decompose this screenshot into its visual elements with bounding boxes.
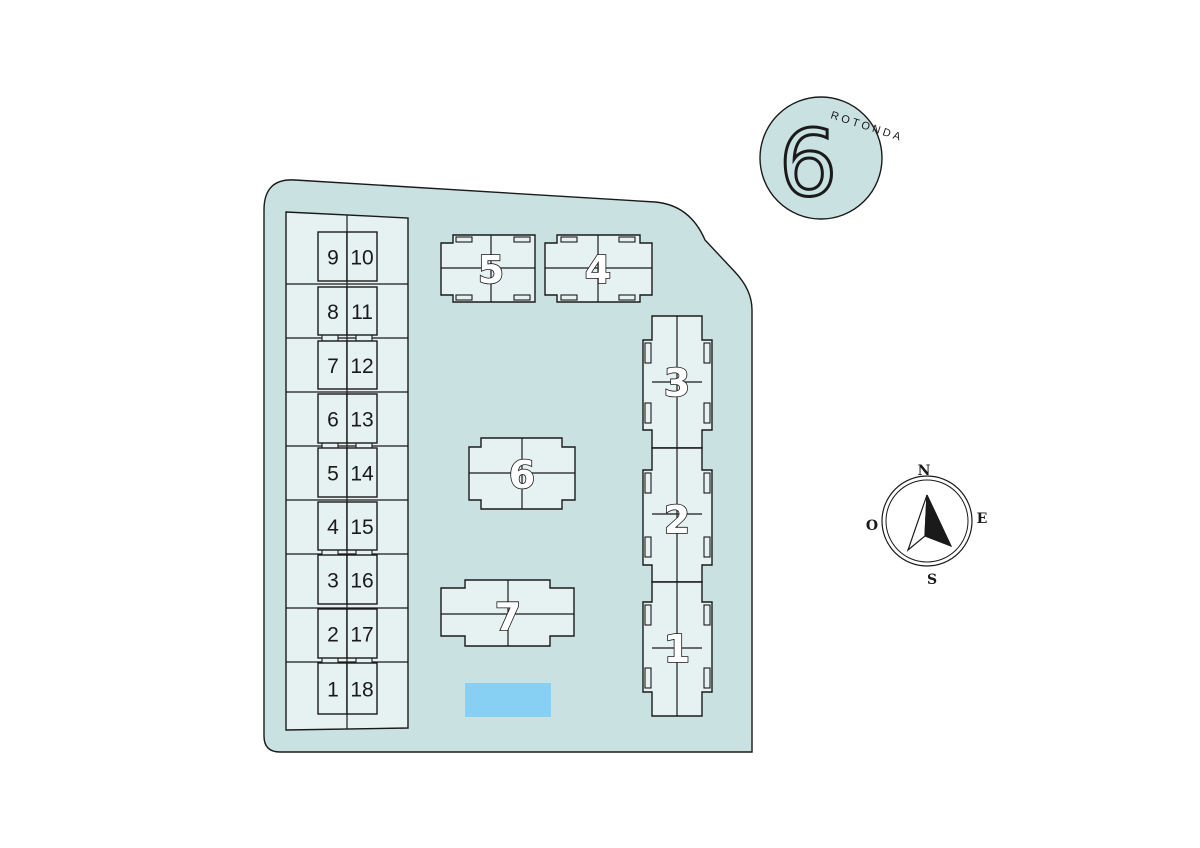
building-2[interactable]: 2 <box>642 447 713 583</box>
highlight-area[interactable] <box>465 683 551 717</box>
lot-unit-8[interactable] <box>317 286 348 336</box>
logo-digit: 6 <box>779 110 838 217</box>
building-1-label: 1 <box>664 627 690 671</box>
lot-number-right: 12 <box>350 355 373 378</box>
building-2-label: 2 <box>664 498 690 542</box>
lot-number-left: 1 <box>327 679 339 702</box>
lot-strip: 9 10 8 11 7 12 6 13 5 14 4 15 3 16 2 17 1 18 <box>285 211 409 731</box>
building-5[interactable]: 5 <box>440 234 536 303</box>
lot-unit-3[interactable] <box>317 554 348 605</box>
lot-number-right: 13 <box>350 409 373 432</box>
lot-unit-12[interactable] <box>346 340 378 390</box>
compass-south: S <box>927 572 937 588</box>
lot-unit-17[interactable] <box>346 608 378 659</box>
lot-unit-14[interactable] <box>346 447 378 498</box>
lot-number-right: 16 <box>350 570 373 593</box>
lot-number-left: 9 <box>327 247 339 270</box>
compass-rose: N S E O <box>866 463 987 588</box>
compass-needle-dark-icon <box>924 494 953 548</box>
building-3[interactable]: 3 <box>642 315 713 449</box>
building-6-label: 6 <box>509 453 535 497</box>
lot-number-left: 3 <box>327 570 339 593</box>
lot-number-right: 18 <box>350 679 373 702</box>
lot-unit-15[interactable] <box>346 501 378 551</box>
lot-number-right: 10 <box>350 247 373 270</box>
lot-number-right: 15 <box>350 516 373 539</box>
lot-number-right: 17 <box>350 624 373 647</box>
lot-unit-7[interactable] <box>317 340 348 390</box>
lot-number-left: 5 <box>327 463 339 486</box>
lot-unit-11[interactable] <box>346 286 378 336</box>
lot-unit-10[interactable] <box>346 231 378 282</box>
building-7[interactable]: 7 <box>440 579 575 647</box>
compass-west: O <box>866 518 878 534</box>
lot-number-right: 14 <box>350 463 374 486</box>
lot-unit-6[interactable] <box>317 393 348 444</box>
lot-number-left: 8 <box>327 301 339 324</box>
lot-unit-16[interactable] <box>346 554 378 605</box>
building-7-label: 7 <box>495 595 521 639</box>
lot-number-left: 6 <box>327 409 339 432</box>
lot-unit-13[interactable] <box>346 393 378 444</box>
lot-unit-18[interactable] <box>346 662 378 715</box>
lot-number-left: 7 <box>327 355 339 378</box>
rotonda-logo: 6 ROTONDA <box>759 96 905 220</box>
compass-north: N <box>918 463 931 479</box>
building-5-label: 5 <box>478 248 504 292</box>
building-4-label: 4 <box>585 248 611 292</box>
lot-number-left: 2 <box>327 624 339 647</box>
building-column-east: 3 2 1 <box>642 315 713 717</box>
lot-unit-5[interactable] <box>317 447 348 498</box>
building-3-label: 3 <box>664 361 690 405</box>
building-4[interactable]: 4 <box>544 234 653 303</box>
lot-number-right: 11 <box>351 301 373 324</box>
building-6[interactable]: 6 <box>468 437 576 510</box>
logo-circle <box>759 96 883 220</box>
lot-number-left: 4 <box>327 516 339 539</box>
building-1[interactable]: 1 <box>642 581 713 717</box>
lot-unit-9[interactable] <box>317 231 348 282</box>
compass-east: E <box>977 511 988 527</box>
